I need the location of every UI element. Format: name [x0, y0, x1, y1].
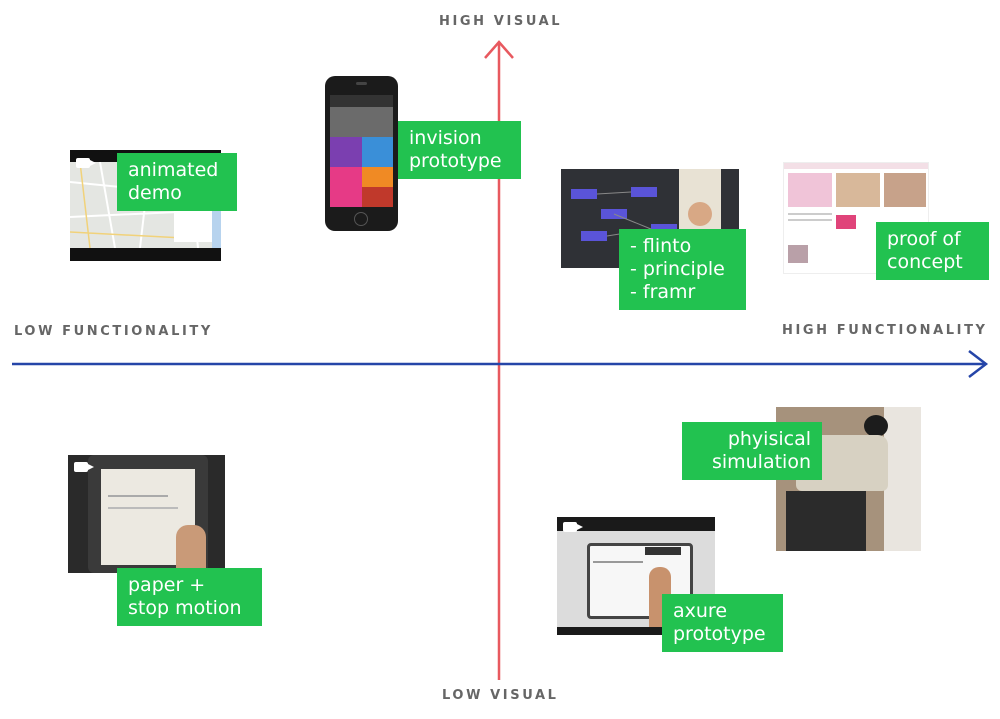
axis-label-low-functionality: LOW FUNCTIONALITY	[14, 324, 213, 339]
vertical-axis-arrowhead	[484, 40, 514, 59]
video-camera-icon	[563, 522, 583, 532]
tag-line: prototype	[409, 150, 502, 172]
tag-line: animated	[128, 159, 219, 181]
paper-stop-motion-thumbnail	[68, 455, 225, 573]
axure-prototype-thumbnail	[557, 517, 715, 635]
invision-phone-thumbnail	[325, 76, 398, 231]
tag-line: paper +	[128, 574, 206, 596]
tag-line: invision	[409, 127, 482, 149]
video-camera-icon	[74, 462, 94, 472]
phone-screen	[330, 95, 393, 207]
tag-line: prototype	[673, 623, 766, 645]
tag-line: concept	[887, 251, 963, 273]
tag-line: - framr	[630, 281, 696, 303]
tag-animated-demo: animated demo	[117, 153, 237, 211]
tag-line: demo	[128, 182, 182, 204]
tag-axure-prototype: axure prototype	[662, 594, 783, 652]
tag-line: phyisical	[727, 428, 811, 450]
axis-label-high-functionality: HIGH FUNCTIONALITY	[782, 323, 988, 338]
tag-line: - flinto	[630, 235, 692, 257]
tag-line: - principle	[630, 258, 725, 280]
tag-line: proof of	[887, 228, 961, 250]
axis-label-low-visual: LOW VISUAL	[442, 688, 559, 703]
video-camera-icon	[76, 158, 96, 168]
tag-physical-simulation: phyisical simulation	[682, 422, 822, 480]
axis-label-high-visual: HIGH VISUAL	[439, 14, 563, 29]
tag-line: stop motion	[128, 597, 242, 619]
tag-paper-stop-motion: paper + stop motion	[117, 568, 262, 626]
tag-line: simulation	[711, 451, 811, 473]
tag-proof-of-concept: proof of concept	[876, 222, 989, 280]
tag-invision-prototype: invision prototype	[398, 121, 521, 179]
horizontal-axis-arrowhead	[968, 350, 989, 378]
tag-line: axure	[673, 600, 728, 622]
tag-flinto-principle-framr: - flinto - principle - framr	[619, 229, 746, 310]
